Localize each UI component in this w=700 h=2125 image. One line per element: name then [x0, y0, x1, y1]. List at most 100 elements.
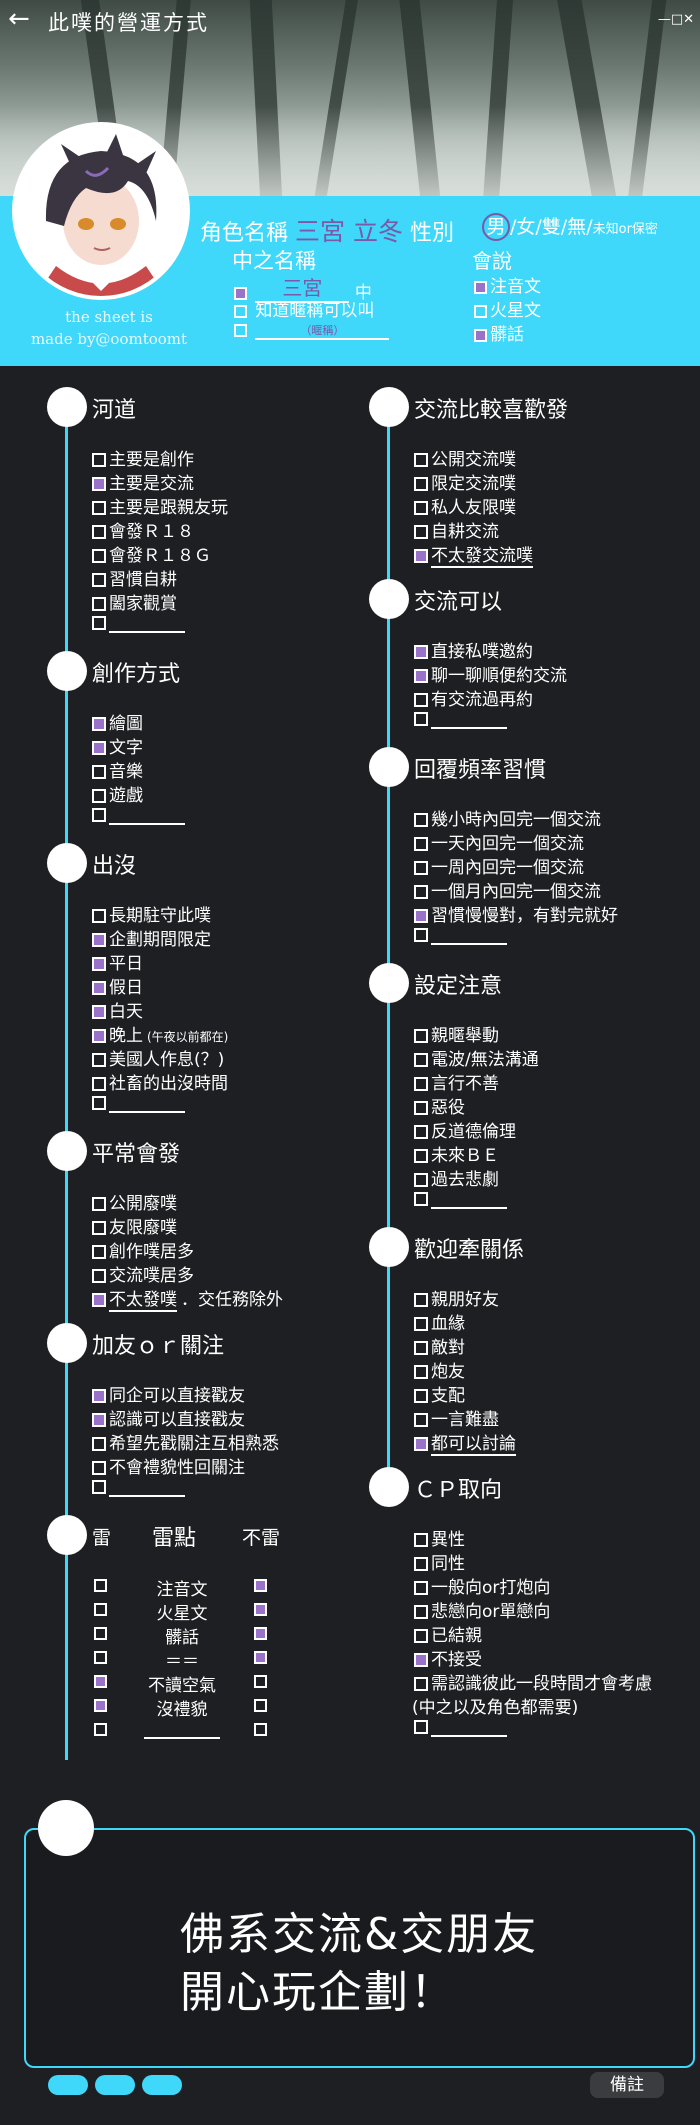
checklist-checkbox[interactable]	[414, 1125, 428, 1139]
checklist-checkbox[interactable]	[414, 501, 428, 515]
gender-other-options[interactable]: /女/雙/無/	[510, 216, 593, 238]
notmine-checkbox[interactable]	[254, 1699, 267, 1712]
checklist-checkbox[interactable]	[414, 549, 428, 563]
checklist-checkbox[interactable]	[414, 1581, 428, 1595]
speaks-checkbox[interactable]	[474, 304, 487, 318]
checklist-checkbox[interactable]	[92, 1293, 106, 1307]
checklist-checkbox[interactable]	[92, 1413, 106, 1427]
checklist-checkbox[interactable]	[92, 1461, 106, 1475]
checklist-checkbox[interactable]	[414, 1029, 428, 1043]
checklist-checkbox[interactable]	[414, 1341, 428, 1355]
checklist-checkbox[interactable]	[414, 837, 428, 851]
checklist-checkbox[interactable]	[414, 1101, 428, 1115]
checklist-checkbox[interactable]	[92, 616, 106, 630]
checklist-checkbox[interactable]	[92, 1197, 106, 1211]
page-dot[interactable]	[95, 2075, 135, 2095]
checklist-checkbox[interactable]	[92, 1221, 106, 1235]
nickname-checkbox[interactable]	[234, 323, 247, 337]
checklist-checkbox[interactable]	[92, 453, 106, 467]
checklist-checkbox[interactable]	[414, 861, 428, 875]
checklist-checkbox[interactable]	[92, 1096, 106, 1110]
checklist-checkbox[interactable]	[414, 885, 428, 899]
checklist-checkbox[interactable]	[92, 981, 106, 995]
checklist-checkbox[interactable]	[92, 957, 106, 971]
checklist-checkbox[interactable]	[414, 525, 428, 539]
checklist-checkbox[interactable]	[92, 1005, 106, 1019]
checklist-checkbox[interactable]	[92, 1389, 106, 1403]
checklist-checkbox[interactable]	[92, 741, 106, 755]
page-dot[interactable]	[142, 2075, 182, 2095]
checklist-checkbox[interactable]	[414, 813, 428, 827]
notmine-checkbox[interactable]	[254, 1723, 267, 1736]
window-controls-icon[interactable]: —□✕	[657, 12, 694, 27]
checklist-checkbox[interactable]	[92, 1029, 106, 1043]
checklist-checkbox[interactable]	[414, 909, 428, 923]
checklist-checkbox[interactable]	[414, 645, 428, 659]
checklist-checkbox[interactable]	[414, 693, 428, 707]
checklist-checkbox[interactable]	[92, 477, 106, 491]
mine-checkbox[interactable]	[94, 1723, 107, 1736]
checklist-checkbox[interactable]	[92, 549, 106, 563]
gender-unknown-option[interactable]: 未知or保密	[592, 222, 658, 237]
checklist-checkbox[interactable]	[92, 573, 106, 587]
checklist-checkbox[interactable]	[414, 453, 428, 467]
checklist-checkbox[interactable]	[414, 1077, 428, 1091]
notmine-checkbox[interactable]	[254, 1651, 267, 1664]
checklist-checkbox[interactable]	[414, 1437, 428, 1451]
mine-checkbox[interactable]	[94, 1627, 107, 1640]
checklist-checkbox[interactable]	[92, 1269, 106, 1283]
checklist-checkbox[interactable]	[92, 909, 106, 923]
checklist-checkbox[interactable]	[414, 1365, 428, 1379]
checklist-checkbox[interactable]	[92, 808, 106, 822]
notmine-checkbox[interactable]	[254, 1675, 267, 1688]
page-dot[interactable]	[48, 2075, 88, 2095]
checklist-checkbox[interactable]	[92, 1437, 106, 1451]
mine-checkbox[interactable]	[94, 1699, 107, 1712]
checklist-checkbox[interactable]	[414, 1605, 428, 1619]
checklist-checkbox[interactable]	[414, 1557, 428, 1571]
checklist-item: 惡役	[414, 1093, 465, 1118]
nakanohito-name-checkbox[interactable]	[234, 286, 247, 300]
mine-checkbox[interactable]	[94, 1603, 107, 1616]
mine-checkbox[interactable]	[94, 1579, 107, 1592]
notmine-checkbox[interactable]	[254, 1603, 267, 1616]
mine-checkbox[interactable]	[94, 1675, 107, 1688]
checklist-checkbox[interactable]	[414, 1192, 428, 1206]
checklist-checkbox[interactable]	[92, 1245, 106, 1259]
notmine-checkbox[interactable]	[254, 1627, 267, 1640]
checklist-checkbox[interactable]	[414, 1317, 428, 1331]
checklist-checkbox[interactable]	[414, 1720, 428, 1734]
note-button[interactable]: 備註	[590, 2072, 664, 2098]
nickname-ok-checkbox[interactable]	[234, 304, 247, 318]
checklist-checkbox[interactable]	[414, 477, 428, 491]
back-arrow-icon[interactable]: ←	[8, 4, 30, 34]
checklist-checkbox[interactable]	[92, 789, 106, 803]
checklist-checkbox[interactable]	[414, 1293, 428, 1307]
checklist-checkbox[interactable]	[92, 717, 106, 731]
checklist-checkbox[interactable]	[414, 928, 428, 942]
checklist-checkbox[interactable]	[92, 933, 106, 947]
checklist-checkbox[interactable]	[414, 669, 428, 683]
checklist-checkbox[interactable]	[92, 1053, 106, 1067]
speaks-checkbox[interactable]	[474, 328, 487, 342]
checklist-checkbox[interactable]	[92, 1077, 106, 1091]
mine-checkbox[interactable]	[94, 1651, 107, 1664]
checklist-checkbox[interactable]	[414, 1533, 428, 1547]
checklist-checkbox[interactable]	[414, 1173, 428, 1187]
speaks-checkbox[interactable]	[474, 280, 487, 294]
checklist-checkbox[interactable]	[92, 1480, 106, 1494]
checklist-checkbox[interactable]	[414, 712, 428, 726]
checklist-checkbox[interactable]	[92, 501, 106, 515]
gender-selected[interactable]: 男	[482, 213, 510, 241]
checklist-checkbox[interactable]	[92, 597, 106, 611]
notmine-checkbox[interactable]	[254, 1579, 267, 1592]
checklist-checkbox[interactable]	[414, 1629, 428, 1643]
checklist-checkbox[interactable]	[414, 1677, 428, 1691]
checklist-checkbox[interactable]	[414, 1149, 428, 1163]
checklist-checkbox[interactable]	[414, 1053, 428, 1067]
checklist-checkbox[interactable]	[414, 1389, 428, 1403]
checklist-checkbox[interactable]	[414, 1653, 428, 1667]
checklist-checkbox[interactable]	[414, 1413, 428, 1427]
checklist-checkbox[interactable]	[92, 765, 106, 779]
checklist-checkbox[interactable]	[92, 525, 106, 539]
